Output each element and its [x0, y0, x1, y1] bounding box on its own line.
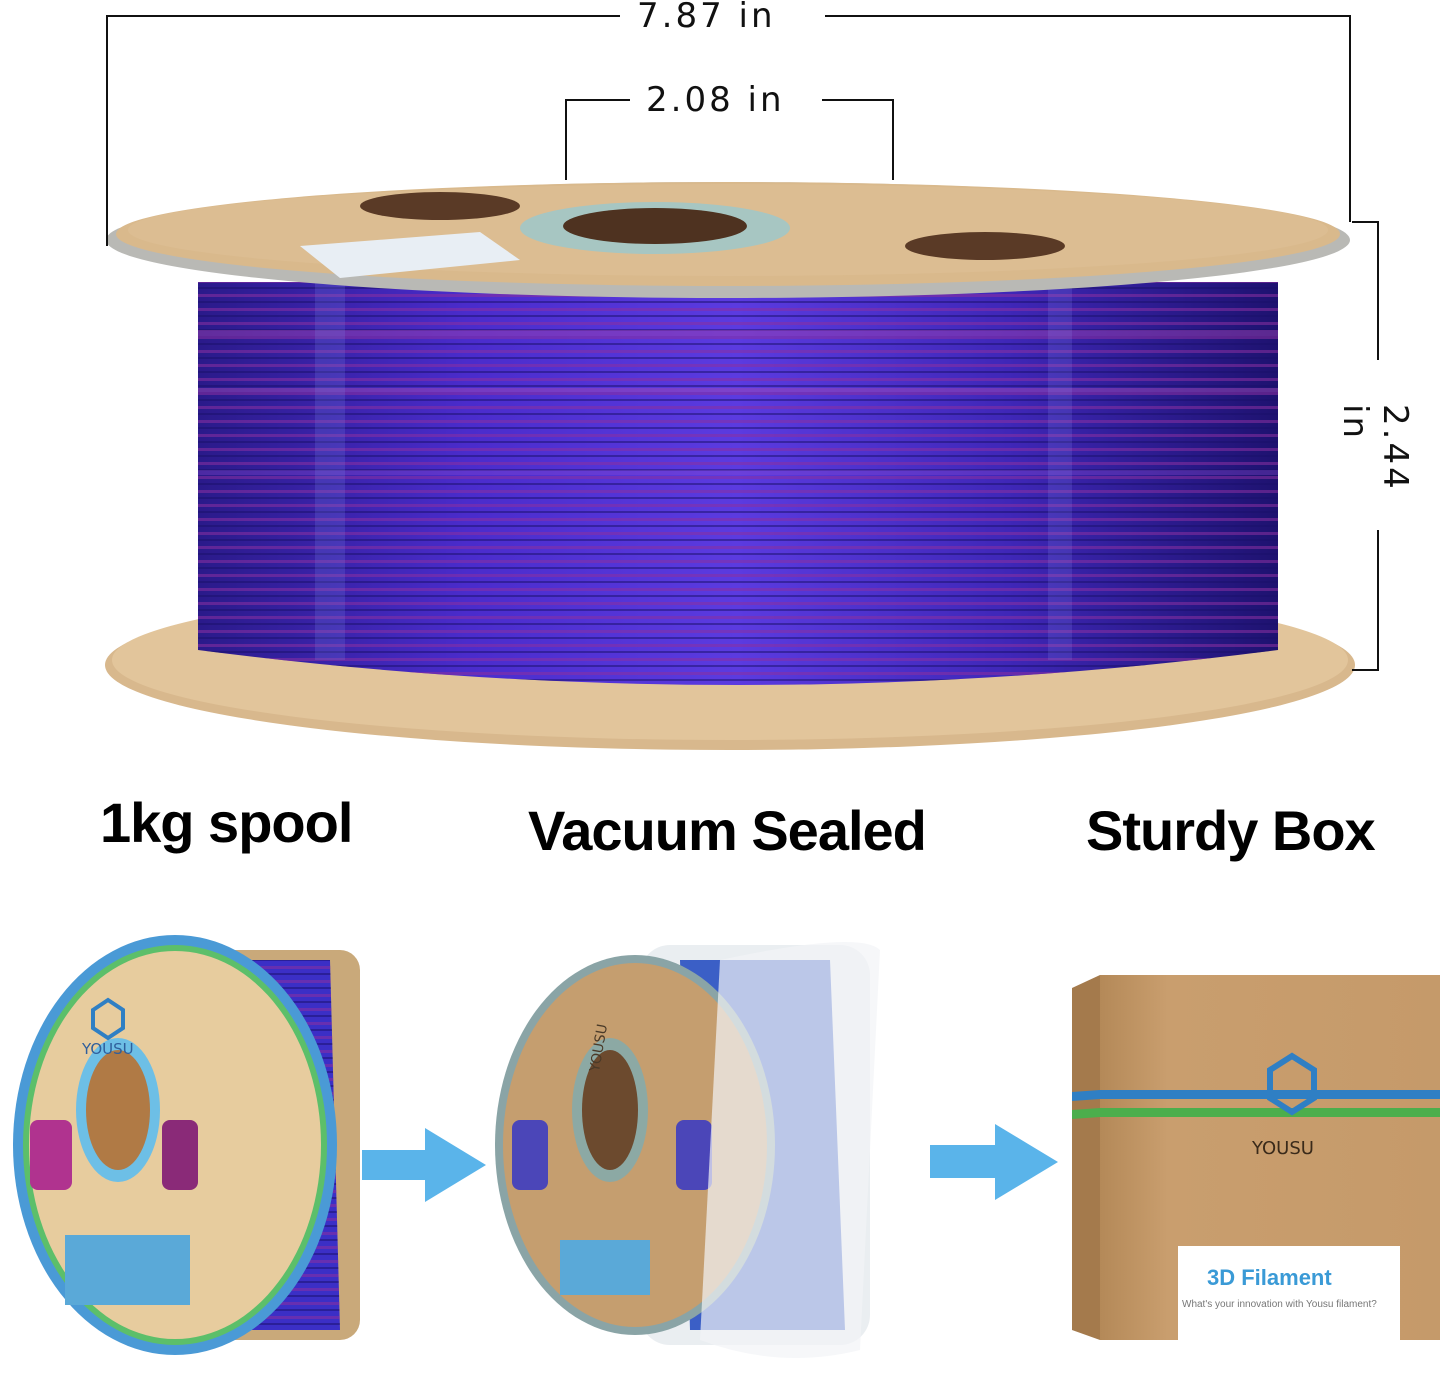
box-label-title: 3D Filament	[1207, 1265, 1332, 1290]
spool-vacuum-image	[495, 942, 880, 1358]
brand-logo-text-spool: YOUSU	[82, 1040, 134, 1058]
dimension-outer-width	[106, 15, 1351, 246]
caption-vacuum-sealed: Vacuum Sealed	[528, 799, 927, 862]
flange-hole-left	[360, 192, 520, 220]
flange-label	[300, 232, 520, 278]
dimension-hub-width	[565, 99, 894, 180]
dimension-outer-width-label: 7.87 in	[623, 0, 790, 36]
arrow-right-icon	[362, 1128, 486, 1202]
arrow-right-icon-2	[930, 1124, 1058, 1200]
caption-1kg-spool: 1kg spool	[100, 791, 353, 854]
spool-front-image	[13, 935, 360, 1355]
dimension-hub-width-label: 2.08 in	[632, 80, 799, 120]
hub-hole	[563, 208, 747, 244]
dimension-height-label: 2.44 in	[1335, 390, 1415, 530]
dimension-height	[1352, 221, 1379, 671]
flange-hole-right	[905, 232, 1065, 260]
brand-logo-text-box: YOUSU	[1252, 1138, 1314, 1159]
sturdy-box-image	[1072, 975, 1440, 1340]
caption-sturdy-box: Sturdy Box	[1086, 799, 1376, 862]
box-label-tagline: What's your innovation with Yousu filame…	[1182, 1299, 1377, 1310]
